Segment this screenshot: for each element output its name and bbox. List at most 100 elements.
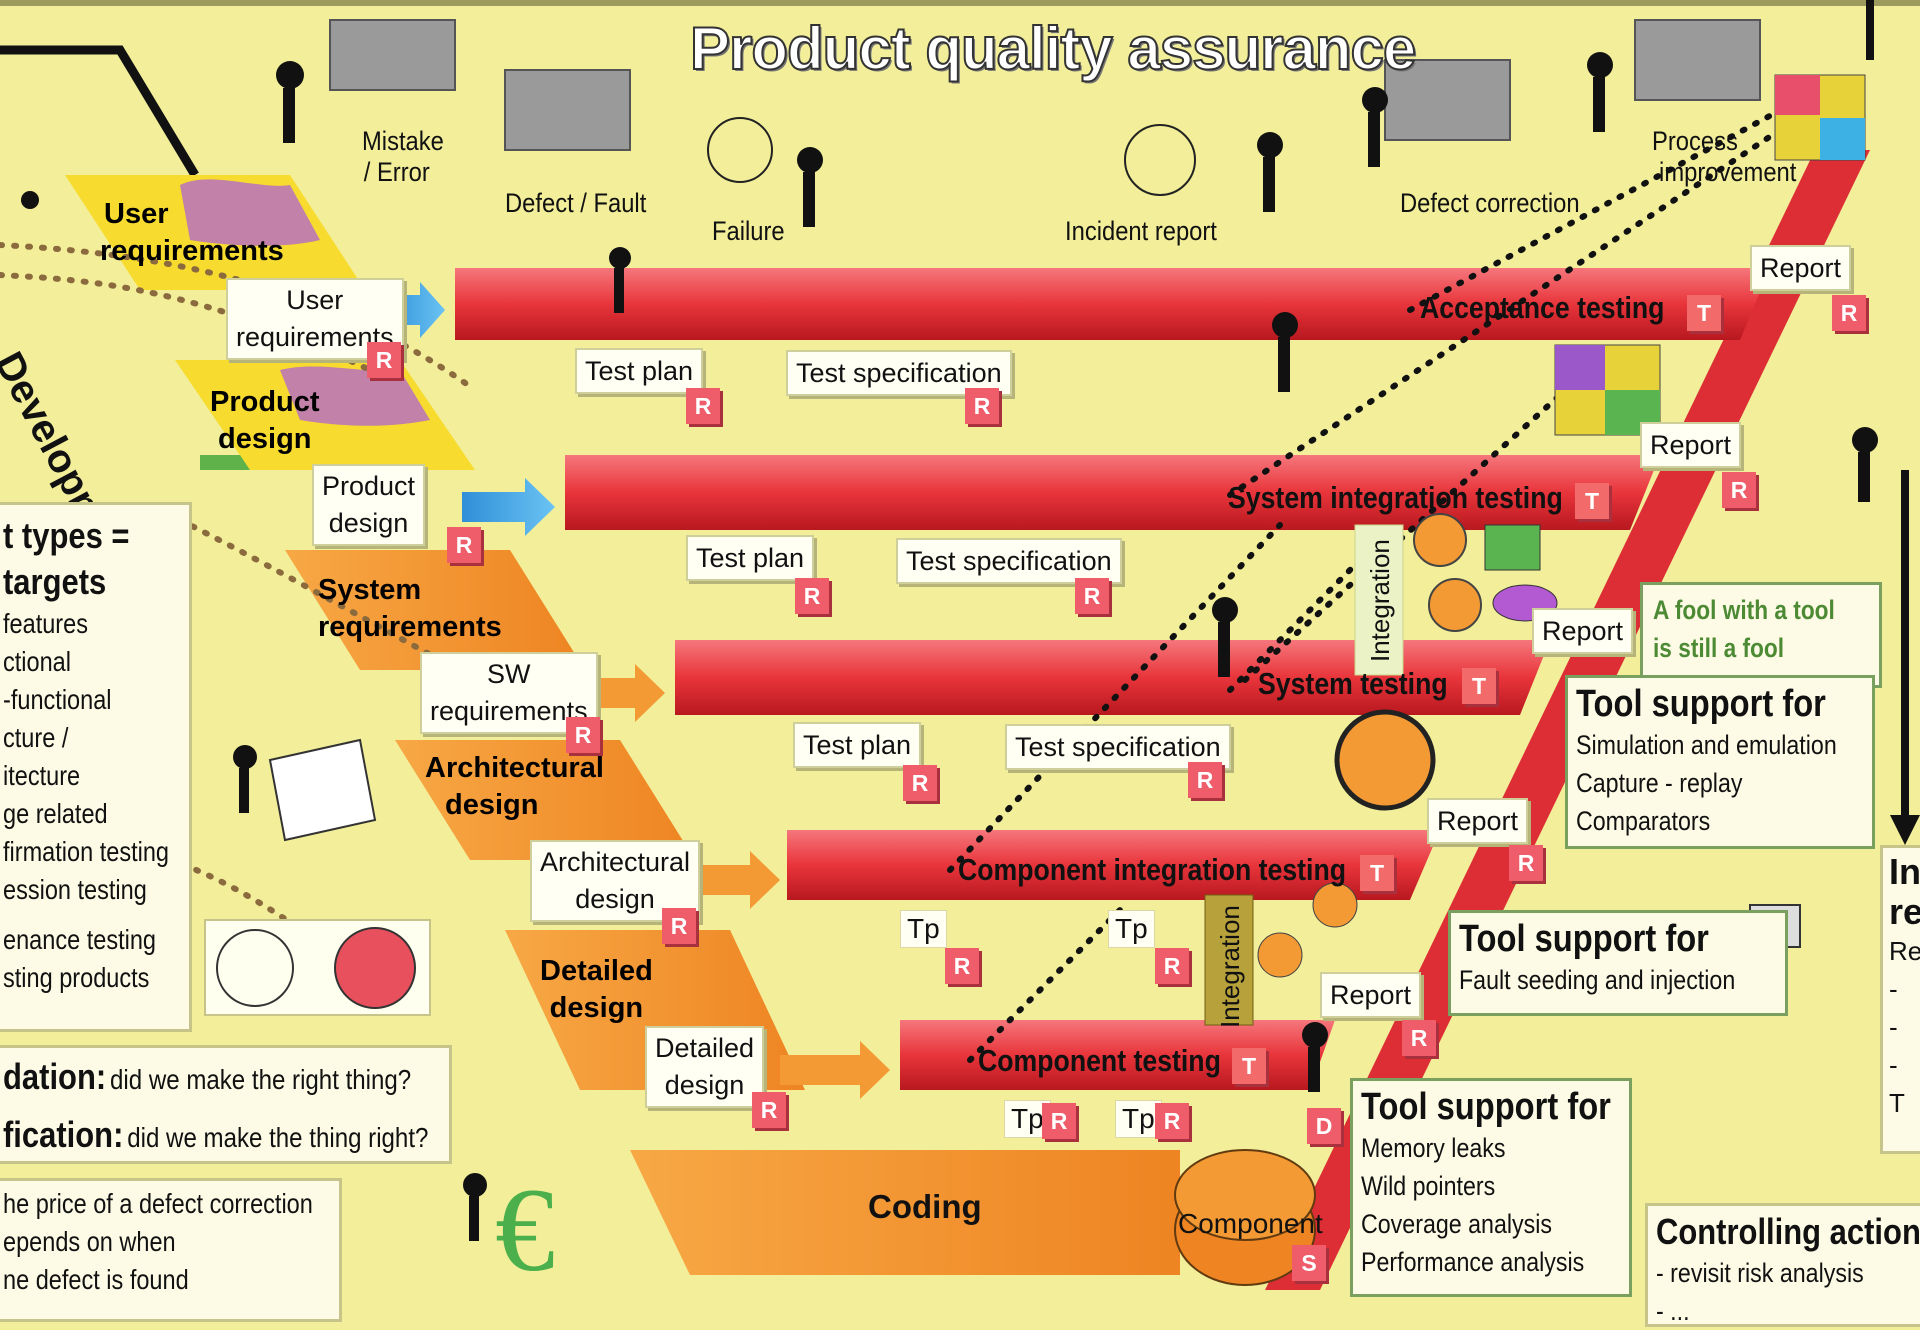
failure-label: Failure bbox=[712, 216, 785, 246]
system-integration-testing-label: System integration testing bbox=[1228, 480, 1563, 515]
component-testing-label: Component testing bbox=[978, 1043, 1221, 1078]
target-circle bbox=[216, 929, 294, 1007]
r-badge: R bbox=[1155, 1103, 1189, 1139]
r-badge: R bbox=[662, 908, 696, 944]
test-plan-system-integration: Test plan bbox=[686, 535, 815, 581]
component-label: Component bbox=[1178, 1208, 1323, 1239]
right-cut-panel: Inc rep Re - - - T bbox=[1880, 845, 1920, 1154]
tool-panel-fault-seeding: Tool support for Fault seeding and injec… bbox=[1448, 910, 1788, 1016]
page-title: Product quality assurance bbox=[689, 14, 1417, 83]
r-badge: R bbox=[1722, 472, 1756, 508]
acceptance-testing-label: Acceptance testing bbox=[1420, 290, 1665, 325]
coding-shape bbox=[630, 1150, 1180, 1275]
graph-circle-icon bbox=[1334, 709, 1436, 811]
tool-panel-simulation: Tool support for Simulation and emulatio… bbox=[1565, 675, 1875, 849]
acceptance-bar bbox=[455, 268, 1770, 340]
t-badge: T bbox=[1462, 668, 1496, 704]
container-box-icon bbox=[329, 19, 1761, 151]
r-badge: R bbox=[945, 948, 979, 984]
test-types-panel: t types = targets features ctional -func… bbox=[0, 502, 192, 1032]
tp-label: Tp bbox=[1115, 1100, 1162, 1138]
user-blob bbox=[180, 179, 320, 246]
test-plan-system: Test plan bbox=[793, 722, 922, 768]
report-system: Report bbox=[1532, 608, 1634, 654]
validation-verification-panel: dation: did we make the right thing? fic… bbox=[0, 1045, 452, 1164]
test-spec-acceptance: Test specification bbox=[786, 350, 1012, 396]
d-badge: D bbox=[1307, 1108, 1341, 1144]
arrow-detailed bbox=[780, 1041, 890, 1099]
quote-box: A fool with a tool is still a fool bbox=[1640, 582, 1882, 688]
r-badge: R bbox=[752, 1092, 786, 1128]
product-blob bbox=[280, 366, 430, 426]
test-plan-acceptance: Test plan bbox=[575, 348, 704, 394]
report-acceptance: Report bbox=[1750, 245, 1852, 291]
arrow-product bbox=[462, 478, 555, 536]
integration-lower bbox=[1204, 894, 1254, 1026]
node-circle bbox=[1312, 882, 1358, 928]
tp-label: Tp bbox=[1108, 910, 1155, 948]
defect-label: Defect / Fault bbox=[505, 188, 647, 218]
r-badge: R bbox=[1155, 948, 1189, 984]
mistake-label: Mistake/ Error bbox=[362, 126, 444, 187]
validation-text: did we make the right thing? bbox=[110, 1064, 412, 1095]
t-badge: T bbox=[1360, 855, 1394, 891]
component-integration-testing-label: Component integration testing bbox=[958, 852, 1347, 887]
t-badge: T bbox=[1575, 483, 1609, 519]
report-component-integration: Report bbox=[1427, 798, 1529, 844]
t-badge: T bbox=[1687, 295, 1721, 331]
r-badge: R bbox=[795, 578, 829, 614]
validation-term: dation: bbox=[3, 1056, 107, 1097]
integration-label-upper: Integration bbox=[1365, 539, 1395, 662]
architectural-design-shape bbox=[395, 740, 695, 860]
r-badge: R bbox=[1188, 762, 1222, 798]
r-badge: R bbox=[1402, 1020, 1436, 1056]
r-badge: R bbox=[965, 388, 999, 424]
top-border bbox=[0, 0, 1920, 6]
test-spec-system-integration: Test specification bbox=[896, 538, 1122, 584]
t-badge: T bbox=[1232, 1048, 1266, 1084]
explosion-cloud-icon bbox=[707, 117, 1196, 196]
product-green bbox=[200, 455, 250, 470]
defect-correction-label: Defect correction bbox=[1400, 188, 1580, 218]
r-badge: R bbox=[903, 765, 937, 801]
verification-text: did we make the thing right? bbox=[127, 1122, 429, 1153]
system-requirements-shape bbox=[285, 550, 585, 670]
system-integration-bar bbox=[565, 455, 1660, 530]
tool-panel-title: Tool support for bbox=[1459, 918, 1709, 960]
tool-panel-title: Tool support for bbox=[1576, 683, 1826, 725]
component-testing-bar bbox=[900, 1020, 1335, 1090]
s-badge: S bbox=[1292, 1245, 1326, 1281]
r-badge: R bbox=[566, 717, 600, 753]
node-circle bbox=[1257, 932, 1303, 978]
system-testing-label: System testing bbox=[1258, 666, 1448, 701]
node-square bbox=[1484, 524, 1541, 571]
tp-label: Tp bbox=[900, 910, 947, 948]
r-badge: R bbox=[1075, 578, 1109, 614]
report-system-integration: Report bbox=[1640, 422, 1742, 468]
integration-label-lower: Integration bbox=[1215, 905, 1245, 1028]
r-badge: R bbox=[447, 527, 481, 563]
start-path bbox=[0, 45, 199, 178]
r-badge: R bbox=[1832, 295, 1866, 331]
node-circle bbox=[1413, 513, 1467, 567]
report-component: Report bbox=[1320, 972, 1422, 1018]
target-circle-red bbox=[334, 927, 416, 1009]
tool-panel-title: Tool support for bbox=[1361, 1086, 1611, 1128]
price-panel: he price of a defect correction epends o… bbox=[0, 1178, 342, 1322]
r-badge: R bbox=[1042, 1103, 1076, 1139]
integration-upper bbox=[1354, 524, 1404, 676]
r-badge: R bbox=[367, 342, 401, 378]
r-badge: R bbox=[686, 388, 720, 424]
book-icon bbox=[268, 738, 377, 842]
system-testing-bar bbox=[675, 640, 1550, 715]
incident-report-label: Incident report bbox=[1065, 216, 1217, 246]
stick-figure-icon bbox=[21, 52, 1878, 1241]
component-integration-bar bbox=[787, 830, 1440, 900]
tool-panel-memory: Tool support for Memory leaks Wild point… bbox=[1350, 1078, 1632, 1297]
